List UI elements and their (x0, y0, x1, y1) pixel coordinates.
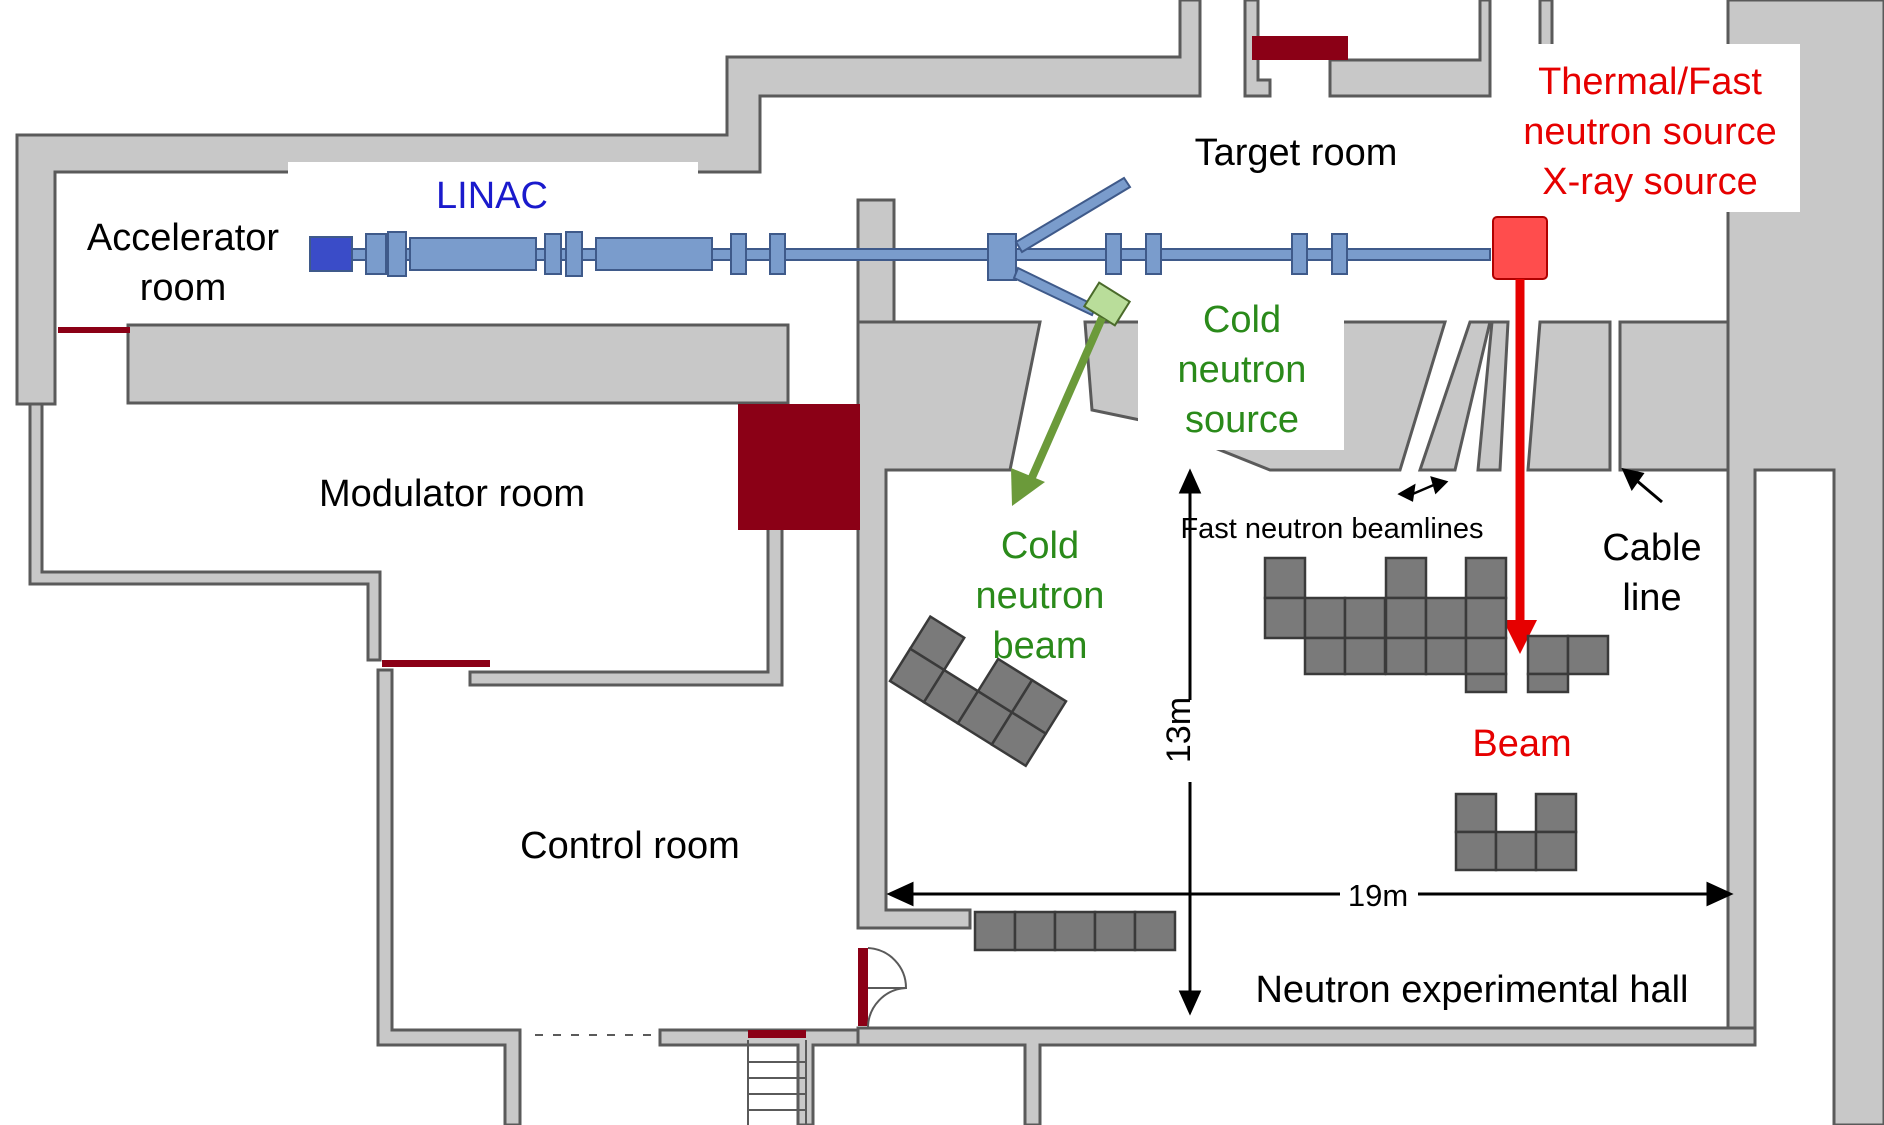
dimension-19m-label: 19m (1348, 878, 1408, 913)
accelerator-room-door (58, 327, 130, 333)
linac-module-5 (565, 231, 583, 277)
source-label-line2: neutron source (1523, 111, 1777, 153)
accelerator-room-outer-wall (15, 0, 1202, 406)
doors (58, 36, 1348, 1038)
door-swings (866, 947, 908, 1029)
thermal-fast-neutron-source (1492, 216, 1548, 280)
accelerator-room-label-line1: Accelerator (87, 217, 280, 259)
quad-magnet-2 (769, 233, 786, 275)
fast-beamlines-label: Fast neutron beamlines (1180, 513, 1483, 545)
top-chamber-door (1252, 36, 1348, 60)
source-label-backdrop (1500, 44, 1800, 212)
target-shield-wall-6 (1618, 320, 1730, 472)
cold-neutron-beam-arrow (1011, 316, 1106, 506)
dimension-19m (886, 881, 1734, 907)
staircase (747, 1040, 807, 1125)
quad-magnet-1 (730, 233, 747, 275)
cold-beam-label-line1: Cold (1001, 525, 1079, 567)
linac-module-6 (595, 237, 713, 271)
right-shield-cluster (1263, 556, 1610, 694)
target-shield-wall-3 (1417, 320, 1492, 472)
target-shield-wall-5 (1526, 320, 1612, 472)
bottom-shield-row (973, 910, 1177, 952)
linac-label: LINAC (436, 175, 548, 217)
cold-neutron-source-block (1082, 281, 1132, 327)
linac-injector (309, 236, 353, 272)
dimension-13m (1178, 468, 1202, 1016)
control-room-label: Control room (520, 825, 740, 867)
beam-label: Beam (1472, 723, 1571, 765)
control-room-left-wall (376, 668, 522, 1125)
hall-bottom-wall (856, 1026, 1757, 1125)
hall-left-wall (856, 320, 1042, 930)
modulator-right-wall (468, 518, 784, 687)
cable-line-label-line1: Cable (1602, 527, 1701, 569)
linac-module-2 (387, 231, 407, 277)
fast-beamline-arrows (1397, 476, 1449, 502)
switching-magnet (987, 233, 1017, 281)
control-room-door (748, 1030, 806, 1038)
cable-line-arrow (1621, 467, 1663, 504)
linac-label-backdrop (288, 162, 698, 232)
cable-line-label-line2: line (1622, 577, 1681, 619)
linac-beamline (309, 176, 1548, 317)
upper-branch-line (1014, 176, 1132, 254)
cold-source-label-line1: Cold (1203, 299, 1281, 341)
dimension-13m-label: 13m (1160, 697, 1198, 763)
linac-module-1 (365, 233, 387, 275)
target-room-label: Target room (1195, 132, 1398, 174)
target-shield-wall-4 (1476, 320, 1510, 472)
modulator-room-block (738, 404, 860, 530)
hall-label: Neutron experimental hall (1255, 969, 1688, 1011)
cold-source-label-line2: neutron (1178, 349, 1307, 391)
quad-magnet-6 (1331, 233, 1348, 275)
modulator-left-wall (28, 402, 382, 662)
linac-module-3 (409, 237, 537, 271)
source-label-line1: Thermal/Fast (1538, 61, 1762, 103)
top-right-wall-stub (1538, 0, 1554, 50)
cold-source-label-backdrop (1138, 294, 1344, 450)
hall-side-door (858, 948, 868, 1026)
cold-beam-label-line2: neutron (976, 575, 1105, 617)
beam-stop-cluster (1454, 792, 1578, 872)
quad-magnet-5 (1291, 233, 1308, 275)
lower-branch-line (1012, 266, 1098, 317)
shielding-blocks (888, 556, 1610, 952)
modulator-room-door (382, 660, 490, 667)
walls (15, 0, 1884, 1125)
cold-beam-label-line3: beam (992, 625, 1087, 667)
accelerator-modulator-wall (126, 323, 790, 405)
quad-magnet-4 (1145, 233, 1162, 275)
cold-source-label-line3: source (1185, 399, 1299, 441)
quad-magnet-3 (1105, 233, 1122, 275)
source-label-line3: X-ray source (1542, 161, 1757, 203)
thermal-beam-arrow (1503, 279, 1537, 654)
labels: Accelerator room LINAC Target room Therm… (87, 61, 1777, 1011)
linac-module-4 (544, 233, 562, 275)
accelerator-room-label-line2: room (140, 267, 227, 309)
top-chamber-wall-right (1328, 0, 1492, 98)
cold-beam-shield-cluster (888, 614, 1068, 768)
modulator-room-label: Modulator room (319, 473, 585, 515)
